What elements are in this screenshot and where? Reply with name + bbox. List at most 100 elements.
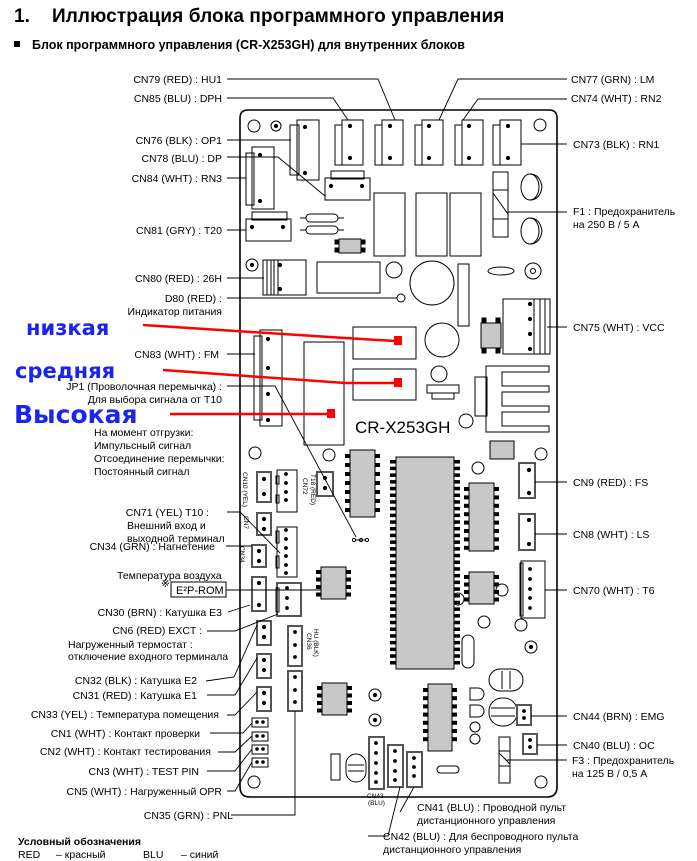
mount-hole xyxy=(533,118,547,132)
ic-pin xyxy=(390,466,396,471)
label-d80-desc: Индикатор питания xyxy=(128,306,223,318)
connector-cn32 xyxy=(256,620,272,646)
component-block xyxy=(316,261,381,294)
ic-pin xyxy=(390,540,396,544)
electrolytic-capacitor xyxy=(409,260,455,306)
relay-large xyxy=(303,341,345,446)
connector-cn85 xyxy=(374,119,404,166)
ic-pin xyxy=(494,575,499,579)
connector-cn1 xyxy=(251,717,269,728)
label-cn71-desc-2: выходной терминал xyxy=(127,533,225,545)
label-cn9: CN9 (RED) : FS xyxy=(573,477,648,489)
connector-cn79 xyxy=(334,119,364,166)
label-cn74: CN74 (WHT) : RN2 xyxy=(571,93,662,105)
label-cn85: CN85 (BLU) : DPH xyxy=(134,93,222,105)
capacitor xyxy=(488,668,524,692)
ic-dip xyxy=(349,449,376,518)
ic-pin xyxy=(347,693,352,698)
ic-pin xyxy=(390,460,396,464)
label-cn80: CN80 (RED) : 26H xyxy=(135,273,222,285)
ic-pin xyxy=(317,708,322,713)
section-number: 1. xyxy=(14,6,31,27)
silk-cn10: CN10 (YEL) xyxy=(241,472,248,507)
ic-pin xyxy=(464,520,469,525)
label-cn32: CN32 (BLK) : Катушка E2 xyxy=(75,675,197,687)
label-jp1: JP1 (Проволочная перемычка) : xyxy=(66,381,222,393)
transistor-chip xyxy=(338,238,362,254)
connector-cn71 xyxy=(275,526,298,578)
ic-pin xyxy=(494,503,499,508)
subsection-title: Блок программного управления (CR-X253GH)… xyxy=(32,38,465,52)
label-cn8: CN8 (WHT) : LS xyxy=(573,529,649,541)
ic-dip xyxy=(427,683,453,752)
connector-cn75 xyxy=(502,298,551,355)
connector-cn9 xyxy=(518,462,536,499)
ic-pin xyxy=(464,487,469,491)
label-f3: F3 : Предохранитель xyxy=(572,755,675,767)
ic-pin xyxy=(454,600,460,605)
ic-pin xyxy=(454,634,460,638)
connector-cn34 xyxy=(251,544,267,568)
pcb-outline xyxy=(239,109,558,798)
ic-pin xyxy=(454,654,460,658)
ic-pin xyxy=(390,486,396,491)
legend-code: RED xyxy=(18,849,41,861)
subsection-heading: Блок программного управления (CR-X253GH)… xyxy=(14,38,465,52)
label-cn6-desc-1: Нагруженный термостат : xyxy=(68,639,193,651)
ic-pin xyxy=(494,512,499,517)
ic-pin xyxy=(454,661,460,665)
ic-pin xyxy=(454,614,460,618)
ic-pin xyxy=(454,647,460,652)
ic-pin xyxy=(390,594,396,598)
connector-cn33 xyxy=(256,686,272,712)
ic-pin xyxy=(390,627,396,631)
ic-pin xyxy=(346,570,351,574)
ic-pin xyxy=(452,720,457,725)
ic-pin xyxy=(347,708,352,713)
silk-t18: T18 (RED) xyxy=(309,474,316,505)
connector-cn70 xyxy=(519,560,546,619)
relay-low xyxy=(352,326,417,360)
label-cn34-desc: Температура воздуха xyxy=(117,570,222,582)
ic-pin xyxy=(390,640,396,645)
label-cn76: CN76 (BLK) : OP1 xyxy=(136,135,223,147)
label-cn42: CN42 (BLU) : Для беспроводного пульта xyxy=(383,831,578,843)
ic-pin xyxy=(464,575,469,579)
capacitor xyxy=(520,173,543,245)
connector-cn80 xyxy=(262,259,307,296)
label-cn41-desc: дистанционного управления xyxy=(417,815,555,827)
connector-cn40 xyxy=(522,733,538,755)
ic-pin xyxy=(494,520,499,525)
label-cn73: CN73 (BLK) : RN1 xyxy=(573,139,660,151)
ic-dip xyxy=(468,482,495,552)
ic-pin xyxy=(454,486,460,491)
ic-pin xyxy=(464,545,469,550)
label-cn30: CN30 (BRN) : Катушка E3 xyxy=(98,607,223,619)
label-cn44: CN44 (BRN) : EMG xyxy=(573,711,665,723)
ic-pin xyxy=(494,537,499,542)
label-cn6: CN6 (RED) EXCT : xyxy=(112,625,202,637)
ic-pin xyxy=(390,560,396,564)
label-jp1-desc: Для выбора сигнала от T10 xyxy=(88,394,222,406)
ic-pin xyxy=(346,585,351,589)
ic-pin xyxy=(464,495,469,500)
eeprom-chip xyxy=(320,566,347,600)
ic-pin xyxy=(454,560,460,564)
ic-pin xyxy=(390,513,396,518)
ic-pin xyxy=(347,701,352,705)
label-cn75: CN75 (WHT) : VCC xyxy=(573,322,665,334)
silk-cn7: CN7 xyxy=(242,516,249,529)
relay xyxy=(373,192,406,257)
ic-pin xyxy=(454,493,460,497)
label-cn83: CN83 (WHT) : FM xyxy=(134,349,219,361)
label-cn40: CN40 (BLU) : OC xyxy=(573,740,655,752)
silk-cn43: CN43 xyxy=(367,793,384,800)
label-f1-desc: на 250 В / 5 А xyxy=(573,219,640,231)
voltage-regulator-heatsink xyxy=(474,365,550,433)
connector-cn36 xyxy=(287,625,303,667)
ic-pin xyxy=(454,573,460,578)
connector-cn84 xyxy=(245,146,275,210)
connector-cn72 xyxy=(275,469,298,513)
medium-speed-label: средняя xyxy=(15,359,115,383)
ic-pin xyxy=(464,582,469,587)
